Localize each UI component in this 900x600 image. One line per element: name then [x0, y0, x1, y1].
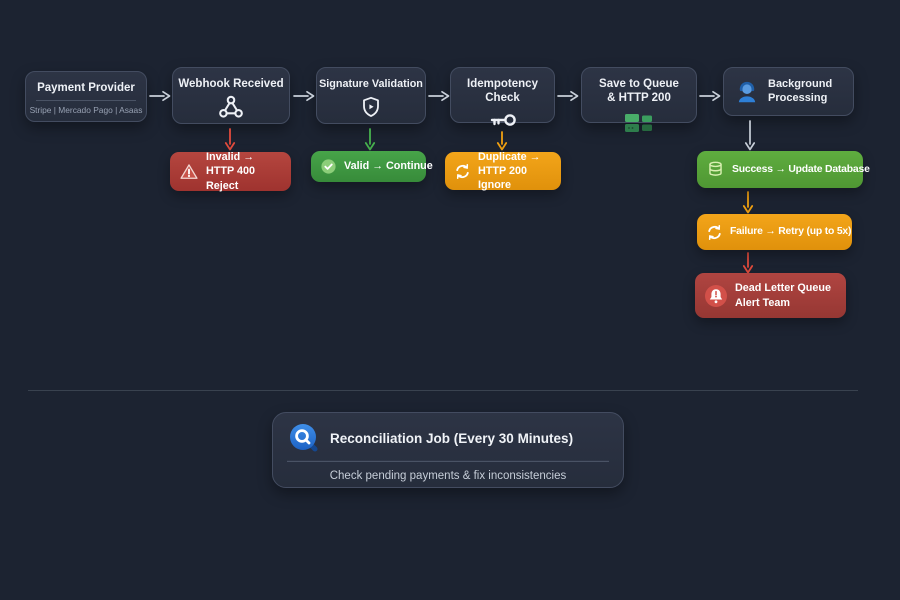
badge-success-update-db: Success → Update Database: [697, 151, 870, 188]
badge-label: Invalid → HTTP 400 Reject: [206, 151, 256, 192]
key-icon: [488, 111, 518, 129]
arrow-down-orange-icon: [496, 131, 508, 151]
node-webhook-received: Webhook Received: [172, 67, 290, 124]
node-idempotency-check: Idempotency Check: [450, 67, 555, 126]
node-title: Payment Provider: [37, 82, 135, 94]
alert-bell-icon: [704, 284, 728, 308]
node-signature-validation: Signature Validation: [316, 67, 426, 124]
webhook-icon: [218, 94, 244, 120]
arrow-right-icon: [428, 90, 450, 102]
node-title: Signature Validation: [319, 78, 423, 90]
badge-duplicate-ignore: Duplicate → HTTP 200 Ignore: [445, 150, 561, 192]
refresh-icon: [706, 224, 723, 241]
node-payment-provider: Payment Provider Stripe | Mercado Pago |…: [25, 71, 147, 122]
node-title: Idempotency Check: [467, 78, 538, 105]
arrow-down-gray-icon: [744, 120, 756, 151]
arrow-down-green-icon: [364, 128, 376, 151]
arrow-down-orange-icon: [742, 191, 754, 214]
arrow-down-red-icon: [224, 128, 236, 151]
arrow-right-icon: [557, 90, 579, 102]
badge-label: Failure → Retry (up to 5x): [730, 226, 852, 238]
node-save-to-queue: Save to Queue & HTTP 200: [581, 67, 697, 132]
reconciliation-card: Reconciliation Job (Every 30 Minutes) Ch…: [272, 412, 624, 488]
queue-server-icon: [624, 113, 654, 135]
magnifier-icon: [289, 423, 319, 453]
node-title: Background Processing: [768, 77, 833, 104]
badge-invalid-reject: Invalid → HTTP 400 Reject: [170, 151, 291, 192]
badge-failure-retry: Failure → Retry (up to 5x): [697, 214, 852, 250]
arrow-down-red-icon: [742, 252, 754, 274]
reconciliation-divider: [287, 460, 609, 462]
badge-label: Valid → Continue: [344, 160, 433, 173]
reconciliation-title: Reconciliation Job (Every 30 Minutes): [330, 430, 574, 446]
node-title-divider: [36, 100, 136, 102]
reconciliation-header: Reconciliation Job (Every 30 Minutes): [273, 413, 623, 453]
arrow-right-icon: [699, 90, 721, 102]
badge-dead-letter-queue: Dead Letter Queue Alert Team: [695, 273, 846, 318]
check-circle-icon: [320, 158, 337, 175]
badge-label: Dead Letter Queue Alert Team: [735, 282, 831, 309]
node-title: Save to Queue & HTTP 200: [599, 78, 679, 105]
node-subtitle: Stripe | Mercado Pago | Asaas: [29, 105, 143, 116]
database-icon: [706, 160, 725, 179]
node-title: Webhook Received: [178, 78, 284, 90]
warning-triangle-icon: [179, 162, 199, 182]
node-background-processing: Background Processing: [723, 67, 854, 116]
badge-valid-continue: Valid → Continue: [311, 151, 433, 182]
badge-label: Duplicate → HTTP 200 Ignore: [478, 150, 541, 192]
badge-label: Success → Update Database: [732, 163, 870, 175]
arrow-right-icon: [293, 90, 315, 102]
arrow-right-icon: [149, 90, 171, 102]
worker-icon: [734, 79, 760, 105]
section-divider: [28, 390, 858, 391]
refresh-icon: [454, 163, 471, 180]
reconciliation-subtitle: Check pending payments & fix inconsisten…: [329, 470, 567, 482]
shield-check-icon: [359, 95, 383, 119]
